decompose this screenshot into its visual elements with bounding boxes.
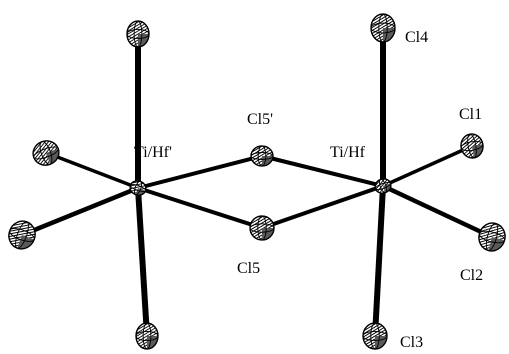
bond-left-metal-lower-left-cl — [21, 185, 139, 238]
bond-right-metal-cl5 — [261, 184, 384, 230]
bond-left-metal-upper-left-cl — [46, 151, 139, 190]
label-cl2: Cl2 — [460, 267, 483, 284]
atom-ti-hf — [373, 176, 393, 196]
atom-cl4 — [370, 13, 396, 43]
bond-left-metal-bottom-cl — [135, 187, 150, 337]
label-cl5: Cl5 — [237, 260, 260, 277]
atom-cl1 — [459, 132, 485, 160]
bonds-right-metal — [261, 28, 493, 337]
atom-labels: Ti/Hf' Ti/Hf Cl5' Cl5 Cl1 Cl2 Cl3 Cl4 — [134, 29, 483, 351]
label-ti-hf: Ti/Hf — [330, 144, 366, 161]
atom-cl-left-lower — [4, 217, 40, 253]
label-cl4: Cl4 — [405, 29, 428, 46]
atom-cl5 — [249, 215, 275, 241]
bond-right-metal-cl1 — [382, 144, 473, 188]
atom-cl-left-bottom — [135, 322, 159, 350]
atom-cl3 — [362, 322, 388, 350]
bond-right-metal-cl2 — [382, 183, 493, 240]
label-cl3: Cl3 — [400, 334, 423, 351]
bond-left-metal-cl5 — [137, 186, 263, 230]
label-cl5-prime: Cl5' — [247, 111, 273, 128]
atom-cl-left-upper — [29, 137, 63, 169]
bond-left-metal-cl5-prime — [137, 154, 263, 190]
bond-right-metal-cl3 — [372, 185, 386, 337]
label-ti-hf-prime: Ti/Hf' — [134, 144, 172, 161]
atom-cl2 — [475, 220, 509, 254]
atom-cl5-prime — [250, 145, 274, 167]
label-cl1: Cl1 — [459, 106, 482, 123]
bonds-left-metal — [21, 34, 263, 337]
bond-right-metal-cl5-prime — [261, 154, 384, 188]
